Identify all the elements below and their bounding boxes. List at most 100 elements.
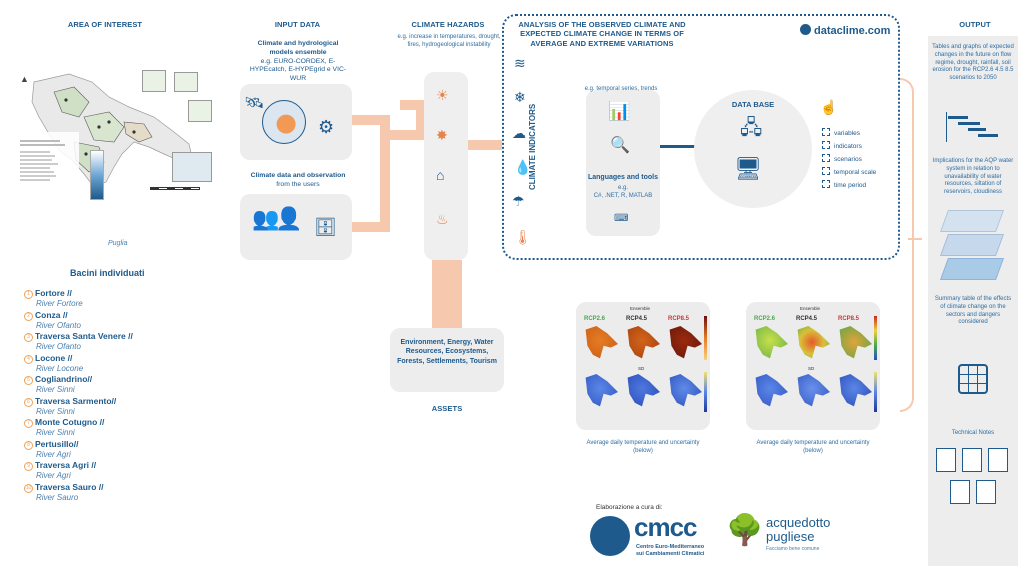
- cmcc-sub-1: Centro Euro-Mediterraneo: [636, 544, 705, 550]
- models-text: Climate and hydrological models ensemble…: [246, 40, 350, 84]
- map2-caption: Average daily temperature and uncertaint…: [756, 440, 870, 454]
- output-4: Technical Notes: [951, 430, 995, 436]
- touch-icon: ☝: [820, 99, 838, 115]
- basin-river: River Agri: [36, 449, 71, 459]
- output-title: OUTPUT: [959, 20, 991, 29]
- db-item: time period: [822, 180, 866, 189]
- basin-river: River Sinni: [36, 406, 75, 416]
- table-icon: [958, 364, 988, 394]
- hazards-panel: ☀ ✸ ⌂ ♨: [424, 72, 468, 260]
- connector-hazards-top-h: [400, 100, 424, 110]
- analysis-title: ANALYSIS OF THE OBSERVED CLIMATE AND EXP…: [518, 20, 686, 48]
- map1-ensemble: Ensemble: [630, 306, 651, 311]
- inset-map-3: [188, 100, 212, 122]
- gantt-icon: [944, 112, 1002, 142]
- map1-sd: SD: [638, 366, 645, 371]
- cmcc-sub-2: sui Cambiamenti Climatici: [636, 550, 705, 557]
- obs-panel: 👥👤 🗄: [240, 194, 352, 260]
- cmcc-logo-text: cmcc: [634, 512, 697, 542]
- map2-ensemble-rcp45: [797, 326, 830, 359]
- basin-name: Cogliandrino//: [35, 374, 93, 384]
- basin-number: 2: [24, 311, 33, 321]
- brand-name: dataclime.com: [814, 25, 891, 37]
- lang-list: C#, .NET, R, MATLAB: [593, 193, 653, 199]
- map2-ensemble-rcp26: [755, 326, 788, 359]
- basin-river: River Sinni: [36, 428, 75, 437]
- connector-models: [352, 115, 388, 125]
- models-panel: 🛰 ⚙: [240, 84, 352, 160]
- tools-panel: [586, 90, 660, 236]
- basin-number: 10: [24, 483, 33, 493]
- basin-number: 8: [24, 440, 33, 450]
- map2-rcp26: RCP2.6: [754, 316, 776, 322]
- db-title: DATA BASE: [731, 100, 775, 109]
- north-arrow-icon: ▲: [20, 74, 29, 84]
- basin-river: River Ofanto: [36, 342, 81, 351]
- candlestick-chart-icon: 📊: [608, 101, 631, 121]
- db-item: temporal scale: [822, 167, 876, 176]
- db-item: variables: [822, 128, 860, 137]
- output-2: Implications for the AQP water system in…: [932, 158, 1014, 196]
- globe-icon: [262, 100, 306, 144]
- aqp-logo-text: acquedotto pugliese: [766, 516, 830, 543]
- map1-caption: Average daily temperature and uncertaint…: [586, 440, 700, 454]
- basin-river: River Locone: [36, 363, 84, 373]
- map2-sd-rcp85: [839, 374, 872, 407]
- elevation-legend: [90, 150, 104, 200]
- basin-name: Traversa Santa Venere //: [35, 331, 133, 341]
- map1-colorbar-top: [704, 316, 707, 360]
- obs-text: Climate data and observation from the us…: [246, 172, 350, 190]
- basin-name: Traversa Agri //: [35, 460, 97, 470]
- basin-river: River Fortore: [36, 299, 83, 308]
- map2-rcp45: RCP4.5: [796, 316, 818, 322]
- map-legend: [20, 138, 75, 183]
- basin-name: Traversa Sauro //: [35, 481, 104, 492]
- basin-river: River Agri: [36, 471, 71, 480]
- area-title: AREA OF INTEREST: [67, 20, 143, 29]
- map1-rcp26: RCP2.6: [584, 316, 606, 322]
- rain-cloud-icon: ☂: [512, 193, 525, 209]
- hazards-desc: e.g. increase in temperatures, drought, …: [397, 34, 501, 48]
- brand-logo: dataclime.com: [800, 24, 890, 37]
- server-icon: 🖧: [740, 117, 763, 139]
- connector-assets: [432, 260, 462, 330]
- map1-colorbar-bottom: [704, 372, 707, 412]
- computer-icon: 🖥: [734, 156, 762, 181]
- lang-eg: e.g.: [617, 185, 628, 191]
- map1-sd-rcp85: [669, 374, 702, 407]
- aqp-name-2: pugliese: [766, 528, 815, 544]
- database-icon: 🗄: [314, 217, 337, 237]
- cloud-icon: ☁: [512, 125, 526, 141]
- basin-river: River Sauro: [36, 492, 79, 502]
- drought-icon: ✸: [436, 127, 448, 143]
- map2-sd-rcp26: [755, 374, 788, 407]
- humidity-icon: 💧: [514, 159, 532, 175]
- cmcc-logo-icon: [590, 516, 630, 556]
- lang-title: Languages and tools: [587, 174, 658, 181]
- indicators-label: CLIMATE INDICATORS: [528, 103, 537, 190]
- flood-house-icon: ⌂: [436, 167, 445, 183]
- database-circle: [694, 90, 812, 208]
- connector-vertical: [380, 115, 390, 232]
- region-label: Puglia: [108, 240, 128, 247]
- code-icon: ⌨: [614, 213, 629, 224]
- output-bracket: [900, 78, 914, 412]
- basin-number: 9: [24, 462, 33, 471]
- basin-name: Conza //: [35, 309, 68, 320]
- map1-ensemble-rcp85: [669, 326, 702, 359]
- basin-number: 5: [24, 376, 33, 385]
- models-title: Climate and hydrological models ensemble: [257, 40, 339, 56]
- aqp-tree-icon: 🌳: [726, 514, 764, 547]
- map-panel-1: Ensemble RCP2.6 RCP4.5 RCP8.5 SD: [576, 302, 710, 430]
- users-icon: 👥👤: [252, 206, 303, 231]
- fire-icon: ♨: [436, 211, 449, 227]
- basin-name: Locone //: [35, 352, 73, 363]
